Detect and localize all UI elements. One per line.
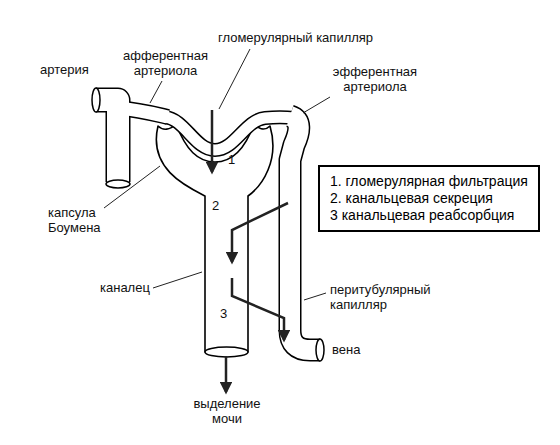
artery-opening: [106, 180, 130, 188]
filtration-arrow: [211, 110, 214, 172]
vessel-walls: [96, 100, 320, 350]
afferent-lumen: [118, 108, 168, 117]
key-entry: 1. гломерулярная фильтрация: [330, 173, 528, 190]
leader-line: [150, 81, 162, 103]
artery-opening: [92, 88, 100, 112]
key-box: 1. гломерулярная фильтрация2. канальцева…: [318, 165, 540, 232]
leader-line: [104, 166, 160, 208]
peritubular-lumen: [290, 116, 320, 350]
key-entry: 2. канальцевая секреция: [330, 190, 528, 207]
part-label: вена: [332, 342, 382, 357]
vessel-lumens: [96, 100, 320, 350]
reabsorption-arrow: [232, 278, 284, 340]
part-label: эфферентная артериола: [325, 64, 425, 94]
leader-line: [304, 293, 326, 300]
part-label: афферентная артериола: [118, 48, 213, 78]
leader-line: [303, 97, 330, 113]
urine-arrow: [225, 356, 228, 392]
process-arrows: [212, 110, 288, 392]
openings: [92, 88, 324, 361]
part-label: перитубулярный капилляр: [330, 282, 445, 312]
secretion-arrow: [232, 203, 288, 262]
leader-line: [219, 49, 250, 109]
vein-opening: [316, 339, 324, 361]
part-label: каналец: [100, 280, 170, 295]
callout-number: 1: [228, 152, 242, 167]
callout-number: 3: [220, 306, 234, 321]
part-label: выделение мочи: [186, 396, 268, 426]
artery-lumen: [96, 100, 118, 182]
glomerulus-lumen: [165, 117, 294, 150]
part-label: артерия: [40, 62, 110, 77]
leader-line: [153, 272, 202, 288]
peritubular-wall: [290, 116, 320, 350]
tubule-opening: [205, 347, 248, 357]
glomerulus-wall: [165, 117, 294, 150]
part-label: гломерулярный капилляр: [218, 30, 398, 45]
part-label: капсула Боумена: [48, 205, 120, 235]
bowman-capsule: [156, 124, 273, 352]
leader-lines: [104, 49, 330, 300]
callout-number: 2: [212, 198, 226, 213]
artery-wall: [96, 100, 118, 182]
key-entry: 3 канальцевая реабсорбция: [330, 207, 528, 224]
